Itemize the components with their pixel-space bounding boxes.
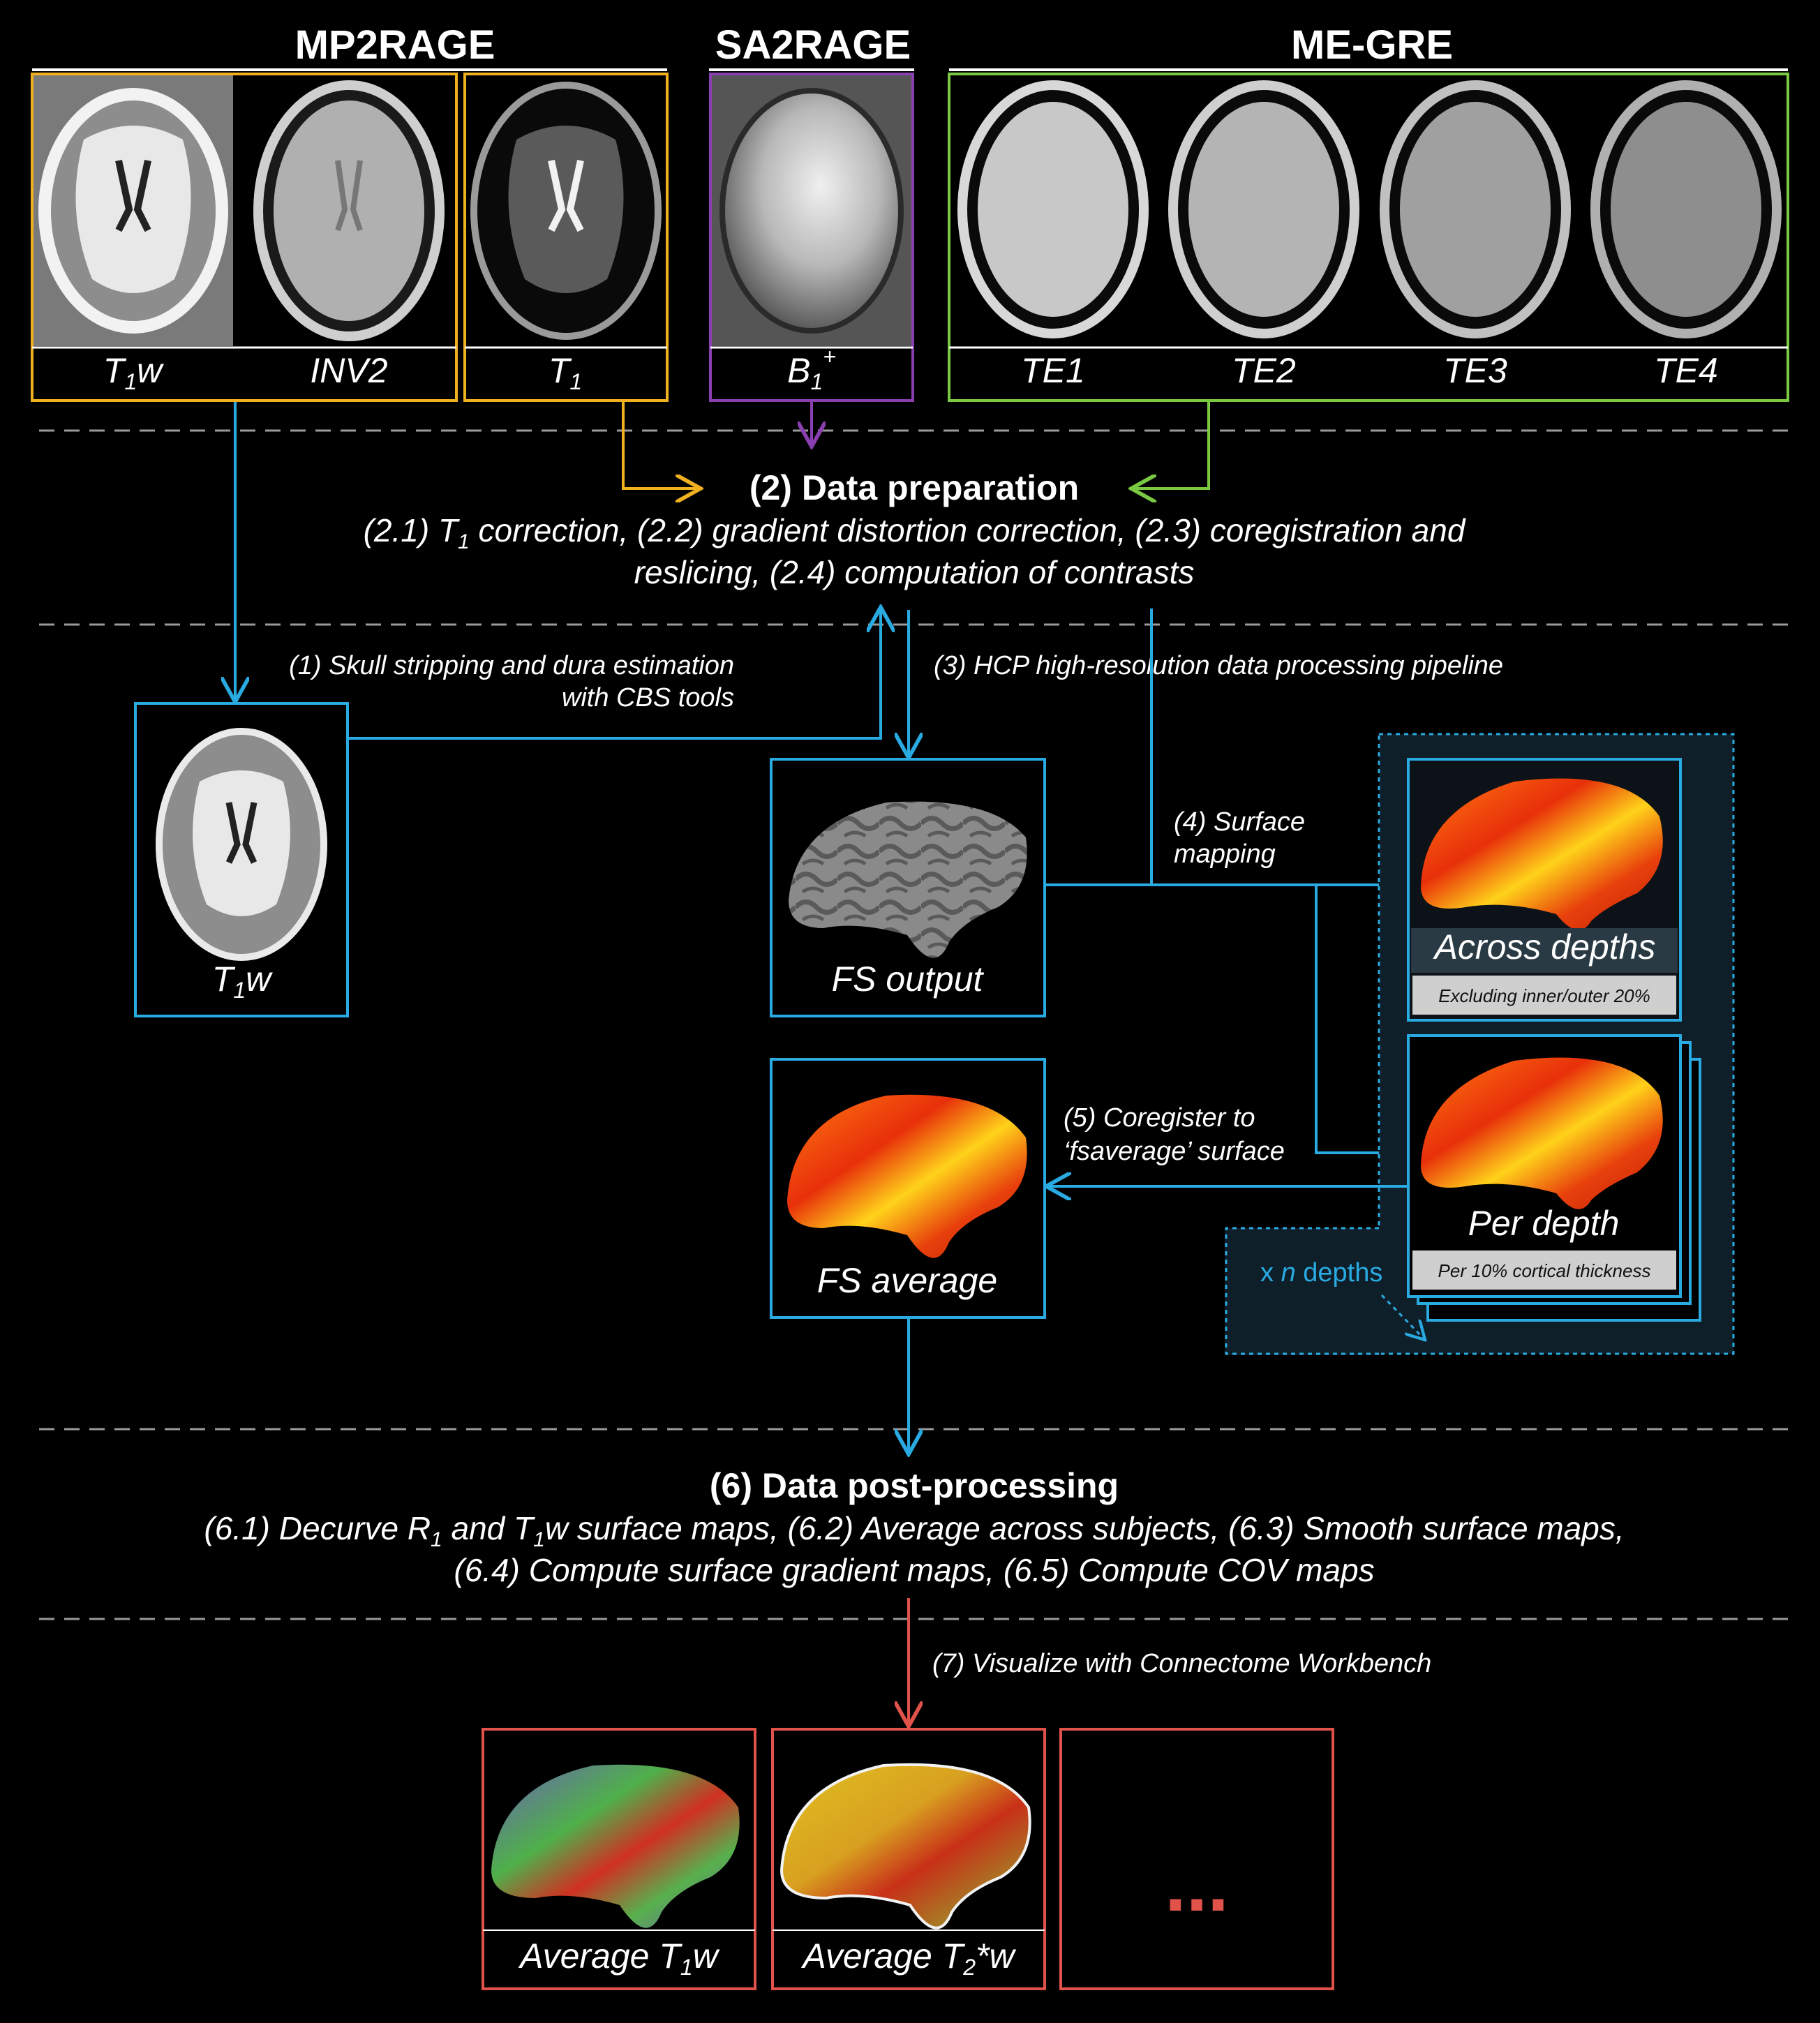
avg-t1w-caption: Average T1w bbox=[518, 1936, 720, 1980]
depth-maps-panel-notch-border bbox=[1225, 1227, 1379, 1355]
prep-title: (2) Data preparation bbox=[749, 468, 1079, 507]
megre-box bbox=[948, 73, 1789, 402]
fs-average-surface bbox=[787, 1094, 1027, 1258]
avg-t2w-box bbox=[771, 1728, 1046, 1990]
avg-t2w-caption: Average T2*w bbox=[800, 1936, 1016, 1980]
t1w-white-matter bbox=[75, 126, 191, 293]
megre-to-prep-arrow bbox=[1134, 402, 1210, 488]
depth-maps-panel-notch bbox=[1225, 1228, 1381, 1355]
stripped-t1w-ventricles bbox=[225, 802, 258, 864]
stripped-t1w-caption: T1w bbox=[212, 960, 273, 1003]
t1w-caption: T1w bbox=[103, 351, 164, 394]
te4-scan-image bbox=[1590, 80, 1782, 338]
more-maps-ellipsis: ... bbox=[1165, 1842, 1229, 1927]
prep-description-line2: reslicing, (2.4) computation of contrast… bbox=[634, 554, 1195, 590]
te2-scan-image bbox=[1168, 80, 1359, 338]
per-depth-note-bg bbox=[1412, 1251, 1676, 1290]
surface-mapping-label-line2: mapping bbox=[1174, 839, 1276, 869]
te3-caption: TE3 bbox=[1443, 351, 1507, 390]
visualize-label: (7) Visualize with Connectome Workbench bbox=[932, 1649, 1431, 1678]
t1-map-ventricles bbox=[548, 159, 584, 232]
t1-map-white-matter bbox=[508, 126, 624, 293]
b1-map-caption: B1+ bbox=[787, 344, 836, 394]
fs-average-box bbox=[770, 1058, 1046, 1319]
across-depths-surface bbox=[1421, 778, 1663, 930]
avg-t2w-surface bbox=[780, 1763, 1031, 1929]
stripped-to-prep-arrow bbox=[349, 610, 881, 740]
hcp-pipeline-label: (3) HCP high-resolution data processing … bbox=[934, 651, 1503, 680]
across-depths-note: Excluding inner/outer 20% bbox=[1438, 985, 1650, 1006]
more-maps-box bbox=[1059, 1728, 1334, 1990]
across-depths-note-bg bbox=[1412, 976, 1676, 1015]
inv2-ventricles bbox=[335, 160, 363, 232]
megre-header: ME-GRE bbox=[1291, 22, 1453, 68]
inv2-caption: INV2 bbox=[310, 351, 387, 390]
t1-map-caption: T1 bbox=[549, 351, 582, 394]
b1-map-field bbox=[719, 88, 904, 334]
prep-description-line1: (2.1) T1 correction, (2.2) gradient dist… bbox=[364, 512, 1466, 553]
skull-strip-label-line2: with CBS tools bbox=[562, 683, 734, 712]
fs-output-caption: FS output bbox=[832, 960, 985, 999]
across-depths-caption: Across depths bbox=[1433, 927, 1656, 966]
te2-caption: TE2 bbox=[1232, 351, 1296, 390]
per-depth-note: Per 10% cortical thickness bbox=[1438, 1260, 1651, 1281]
inv2-brain-matter bbox=[274, 100, 424, 321]
coregister-label-line1: (5) Coregister to bbox=[1064, 1103, 1255, 1133]
avg-t1w-box bbox=[482, 1728, 756, 1990]
t1-to-prep-arrow bbox=[622, 402, 698, 488]
te4-caption: TE4 bbox=[1654, 351, 1718, 390]
mapping-to-per-depth-arrow bbox=[1315, 885, 1403, 1153]
fs-output-surface bbox=[789, 801, 1027, 958]
avg-t1w-surface bbox=[491, 1764, 740, 1928]
coregister-label-line2: ‘fsaverage’ surface bbox=[1064, 1137, 1285, 1166]
surface-mapping-label-line1: (4) Surface bbox=[1174, 807, 1305, 837]
per-depth-caption: Per depth bbox=[1468, 1204, 1620, 1243]
skull-strip-label-line1: (1) Skull stripping and dura estimation bbox=[289, 651, 734, 680]
fs-average-caption: FS average bbox=[817, 1261, 997, 1300]
n-depths-label: x n depths bbox=[1260, 1258, 1382, 1287]
stripped-t1w-white-matter bbox=[193, 770, 290, 916]
post-description-line1: (6.1) Decurve R1 and T1w surface maps, (… bbox=[204, 1510, 1624, 1551]
mp2rage-box bbox=[31, 73, 458, 402]
t1w-ventricles bbox=[115, 159, 151, 232]
per-depth-surface bbox=[1421, 1057, 1663, 1209]
mp2rage-header: MP2RAGE bbox=[295, 22, 495, 68]
fs-output-box bbox=[770, 758, 1046, 1017]
te1-caption: TE1 bbox=[1021, 351, 1085, 390]
sa2rage-header: SA2RAGE bbox=[715, 22, 911, 68]
n-depths-arrow bbox=[1380, 1294, 1424, 1338]
sa2rage-box bbox=[709, 73, 914, 402]
t1-map-box bbox=[463, 73, 669, 402]
post-title: (6) Data post-processing bbox=[710, 1466, 1119, 1505]
stripped-t1w-box bbox=[134, 702, 349, 1017]
across-depths-label-band bbox=[1411, 928, 1678, 973]
post-description-line2: (6.4) Compute surface gradient maps, (6.… bbox=[454, 1552, 1374, 1588]
te3-scan-image bbox=[1380, 80, 1571, 338]
te1-scan-image bbox=[957, 80, 1149, 338]
